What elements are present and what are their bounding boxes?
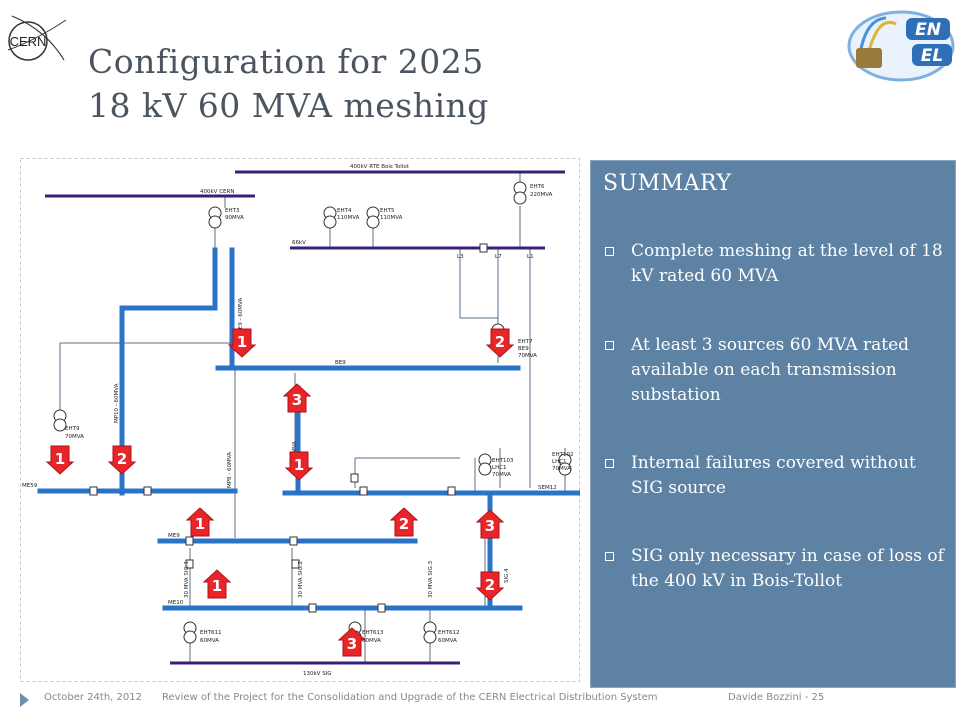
eht613-rating: 60MVA bbox=[362, 638, 381, 644]
marker-label: 3 bbox=[485, 517, 495, 535]
line-label-sig1: 30 MVA SIG.1 bbox=[184, 561, 190, 598]
breakers bbox=[89, 243, 488, 613]
footer-author-page: Davide Bozzini - 25 bbox=[728, 692, 825, 703]
marker-1: 1 bbox=[227, 328, 257, 358]
marker-label: 1 bbox=[294, 456, 304, 474]
marker-label: 1 bbox=[55, 450, 65, 468]
eht6-rating: 220MVA bbox=[530, 192, 553, 198]
eht612-name: EHT612 bbox=[438, 630, 459, 636]
eht3-rating: 90MVA bbox=[225, 215, 244, 221]
bus-label-sig: 130kV SIG bbox=[303, 671, 332, 677]
eht613-name: EHT613 bbox=[362, 630, 384, 636]
eht611-rating: 60MVA bbox=[200, 638, 219, 644]
marker-7: 1 bbox=[185, 507, 215, 537]
eht102-rating: 70MVA bbox=[552, 466, 571, 472]
eht5-rating: 110MVA bbox=[380, 215, 403, 221]
eht611-name: EHT611 bbox=[200, 630, 221, 636]
enel-logo-text-bottom: EL bbox=[921, 46, 943, 66]
marker-5: 2 bbox=[107, 445, 137, 475]
footer-project: Review of the Project for the Consolidat… bbox=[162, 692, 658, 703]
marker-6: 1 bbox=[284, 451, 314, 481]
eht7-bus: BE9 bbox=[518, 346, 529, 352]
square-bullet-icon bbox=[605, 341, 614, 350]
title-line-1: Configuration for 2025 bbox=[88, 42, 484, 81]
eht3-name: EHT3 bbox=[225, 208, 240, 214]
footer-arrow-icon bbox=[20, 693, 29, 707]
square-bullet-icon bbox=[605, 247, 614, 256]
marker-3: 3 bbox=[282, 383, 312, 413]
marker-11: 2 bbox=[475, 571, 505, 601]
marker-label: 2 bbox=[399, 515, 409, 533]
eht7-rating: 70MVA bbox=[518, 353, 537, 359]
marker-label: 2 bbox=[495, 333, 505, 351]
line-label-l1: L1 bbox=[527, 254, 534, 260]
marker-4: 1 bbox=[45, 445, 75, 475]
marker-label: 3 bbox=[292, 391, 302, 409]
enel-logo: EN EL bbox=[847, 10, 955, 82]
line-label-mp8: MP8 - 60MVA bbox=[227, 452, 233, 488]
line-label-be9-60: BE9 - 60MVA bbox=[238, 298, 244, 333]
eht4-name: EHT4 bbox=[337, 208, 352, 214]
summary-bullet: Complete meshing at the level of 18 kV r… bbox=[605, 239, 945, 289]
eht103-rating: 70MVA bbox=[492, 472, 511, 478]
marker-layer: 1 2 3 1 2 1 1 2 bbox=[45, 328, 515, 657]
marker-10: 1 bbox=[202, 569, 232, 599]
transformer-symbols bbox=[53, 181, 572, 644]
eht9-rating: 70MVA bbox=[65, 434, 84, 440]
summary-panel: SUMMARY Complete meshing at the level of… bbox=[590, 160, 956, 688]
eht5-name: EHT5 bbox=[380, 208, 395, 214]
marker-label: 3 bbox=[347, 635, 357, 653]
eht103-bus: LHC1 bbox=[492, 465, 507, 471]
eht612-rating: 60MVA bbox=[438, 638, 457, 644]
cern-logo-text: CERN bbox=[10, 34, 47, 49]
eht103-name: EHT103 bbox=[492, 458, 514, 464]
network-diagram: 400kV RTE Bois Tollot 400kV CERN 66kV BE… bbox=[20, 158, 580, 682]
marker-label: 1 bbox=[195, 515, 205, 533]
bus-label-me10: ME10 bbox=[168, 600, 184, 606]
title-line-2: 18 kV 60 MVA meshing bbox=[88, 86, 489, 125]
square-bullet-icon bbox=[605, 552, 614, 561]
marker-8: 2 bbox=[389, 507, 419, 537]
footer-date: October 24th, 2012 bbox=[44, 692, 142, 703]
marker-label: 1 bbox=[237, 333, 247, 351]
eht7-name: EHT7 bbox=[518, 339, 533, 345]
summary-bullet: At least 3 sources 60 MVA rated availabl… bbox=[605, 333, 945, 408]
line-label-mva-short: MVA bbox=[292, 441, 298, 453]
bus-label-rte: 400kV RTE Bois Tollot bbox=[350, 164, 410, 170]
marker-12: 3 bbox=[337, 627, 367, 657]
marker-label: 1 bbox=[212, 577, 222, 595]
eht102-bus: LHC1 bbox=[552, 459, 567, 465]
line-label-sig-right: SIG.4 bbox=[504, 568, 510, 583]
page-title: Configuration for 2025 18 kV 60 MVA mesh… bbox=[88, 40, 489, 128]
marker-9: 3 bbox=[475, 509, 505, 539]
cern-logo: CERN bbox=[7, 15, 67, 61]
marker-2: 2 bbox=[485, 328, 515, 358]
summary-bullet: SIG only necessary in case of loss of th… bbox=[605, 544, 945, 594]
bus-label-66kv: 66kV bbox=[292, 240, 306, 246]
bus-label-be9: BE9 bbox=[335, 360, 346, 366]
summary-bullet: Internal failures covered without SIG so… bbox=[605, 451, 945, 501]
marker-label: 2 bbox=[117, 450, 127, 468]
line-label-sig2: 30 MVA SIG.2 bbox=[298, 561, 304, 598]
eht102-name: EHT102 bbox=[552, 452, 573, 458]
summary-title: SUMMARY bbox=[603, 171, 732, 196]
marker-label: 2 bbox=[485, 576, 495, 594]
eht9-name: EHT9 bbox=[65, 426, 80, 432]
eht4-rating: 110MVA bbox=[337, 215, 360, 221]
bus-label-sem12: SEM12 bbox=[538, 485, 557, 491]
bus-label-cern400: 400kV CERN bbox=[200, 189, 234, 195]
line-label-sig3: 30 MVA SIG.3 bbox=[428, 560, 434, 598]
bus-label-me9: ME9 bbox=[168, 533, 180, 539]
enel-logo-text-top: EN bbox=[915, 20, 941, 40]
square-bullet-icon bbox=[605, 459, 614, 468]
eht6-name: EHT6 bbox=[530, 184, 545, 190]
bus-label-me59: ME59 bbox=[22, 483, 38, 489]
line-label-l7: L7 bbox=[495, 254, 502, 260]
busbar-lines bbox=[45, 170, 565, 665]
line-label-mp10: MP10 - 60MVA bbox=[114, 383, 120, 423]
line-label-l3: L3 bbox=[457, 254, 464, 260]
